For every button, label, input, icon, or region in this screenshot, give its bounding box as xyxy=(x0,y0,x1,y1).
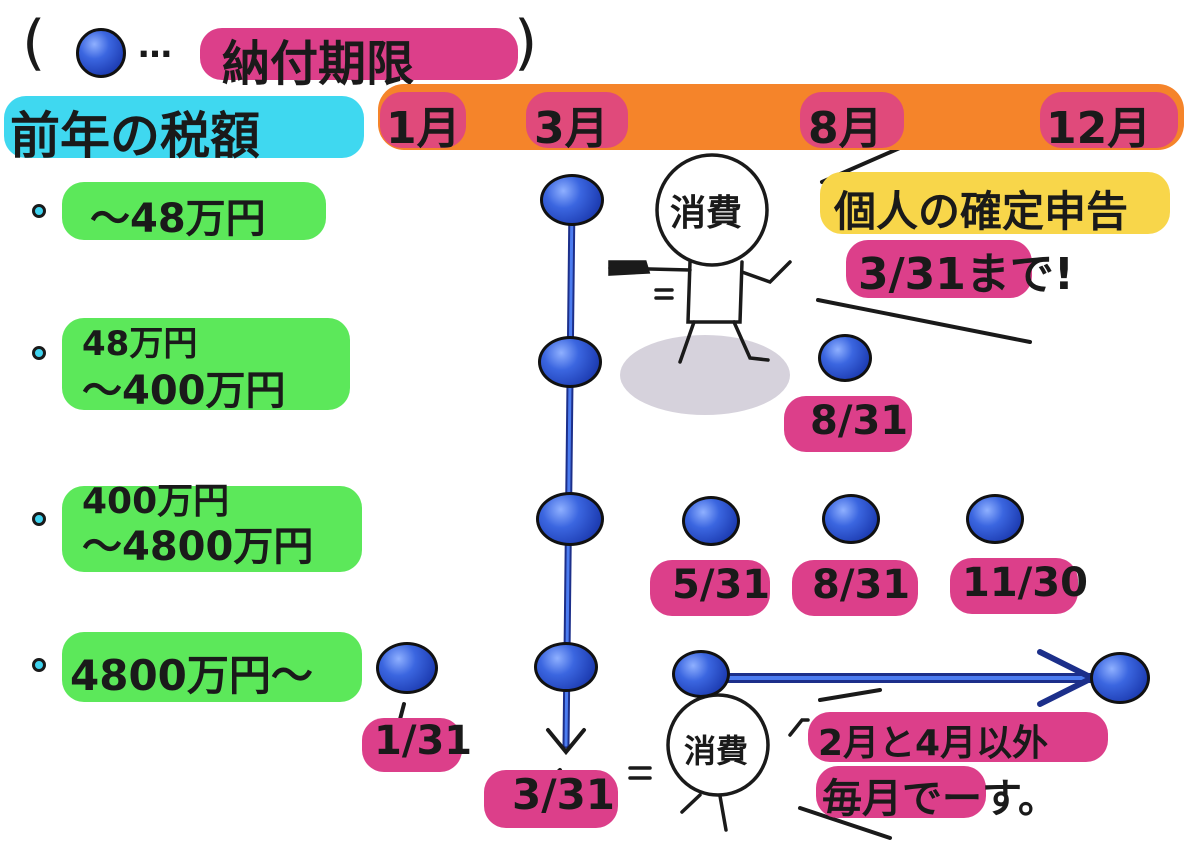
tier-3-nov-highlight xyxy=(950,558,1078,614)
tier-3-nov-dot xyxy=(966,494,1024,544)
march-dot-tier-3 xyxy=(536,492,604,546)
legend-dot-icon xyxy=(76,28,126,78)
tier-3-aug-dot xyxy=(822,494,880,544)
tier-4-jan-highlight xyxy=(362,718,462,772)
top-stick-figure xyxy=(608,153,792,364)
monthly-note-line2: 毎月でーす。 xyxy=(822,776,1058,822)
bottom-character-label: 消費 xyxy=(684,732,749,770)
month-8-pill xyxy=(800,92,904,148)
month-label-8: 8月 xyxy=(808,103,883,154)
tier-4-jan-date: 1/31 xyxy=(374,718,473,764)
tier-3-may-highlight xyxy=(650,560,770,616)
tier-3-aug-highlight xyxy=(792,560,918,616)
march-date-highlight xyxy=(484,770,618,828)
tier-3-highlight xyxy=(62,486,362,572)
month-12-pill xyxy=(1040,92,1178,148)
tier-4-bullet xyxy=(32,658,46,672)
tier-3-label-line1: 400万円 xyxy=(82,481,230,522)
march-dot-tier-2 xyxy=(538,336,602,388)
down-arrow-head xyxy=(546,728,586,756)
tier-1-highlight xyxy=(62,182,326,240)
tier-2-aug-highlight xyxy=(784,396,912,452)
month-label-1: 1月 xyxy=(386,103,461,154)
tier-4-dec-dot xyxy=(1090,652,1150,704)
tier-3-aug-date: 8/31 xyxy=(812,562,911,608)
legend-label-highlight xyxy=(200,28,518,80)
legend-label: 納付期限 xyxy=(222,36,415,92)
top-character-label: 消費 xyxy=(670,193,743,234)
tier-3-may-date: 5/31 xyxy=(672,562,771,608)
kakutei-highlight xyxy=(820,172,1170,234)
month-label-12: 12月 xyxy=(1046,103,1152,154)
legend-dots: … xyxy=(138,26,172,66)
monthly-note-line1-highlight xyxy=(808,712,1108,762)
tier-4-highlight xyxy=(62,632,362,702)
legend-open-paren: ( xyxy=(22,8,46,78)
tier-4-label: 4800万円〜 xyxy=(70,651,313,700)
tier-4-feb-dot xyxy=(672,650,730,698)
tier-3-may-dot xyxy=(682,496,740,546)
legend-close-paren: ) xyxy=(514,8,538,78)
month-1-pill xyxy=(380,92,466,148)
tier-4-jan-dot xyxy=(376,642,438,694)
tier-2-label-line2: 〜400万円 xyxy=(82,368,286,414)
tier-3-nov-date: 11/30 xyxy=(962,560,1088,606)
march-date: 3/31 xyxy=(512,770,616,819)
character-shadow xyxy=(620,335,790,415)
kakutei-deadline: 3/31まで! xyxy=(858,249,1074,300)
header-title: 前年の税額 xyxy=(10,107,260,165)
monthly-note-line2-highlight xyxy=(816,766,986,818)
month-3-pill xyxy=(526,92,628,148)
tier-1-bullet xyxy=(32,204,46,218)
bottom-stick-figure xyxy=(628,693,810,832)
tier-2-aug-date: 8/31 xyxy=(810,398,909,444)
month-label-3: 3月 xyxy=(534,103,609,154)
march-dot-tier-1 xyxy=(540,174,604,226)
header-title-highlight xyxy=(4,96,364,158)
march-dot-tier-4 xyxy=(534,642,598,692)
monthly-note-line1: 2月と4月以外 xyxy=(818,723,1049,764)
tier-1-label: 〜48万円 xyxy=(90,196,266,242)
tier-2-label-line1: 48万円 xyxy=(82,324,198,364)
kakutei-note: 個人の確定申告 xyxy=(834,187,1129,236)
kakutei-deadline-highlight xyxy=(846,240,1032,298)
tier-3-bullet xyxy=(32,512,46,526)
tier-2-bullet xyxy=(32,346,46,360)
tier-2-highlight xyxy=(62,318,350,410)
tier-2-aug-dot xyxy=(818,334,872,382)
tier-3-label-line2: 〜4800万円 xyxy=(82,524,314,570)
